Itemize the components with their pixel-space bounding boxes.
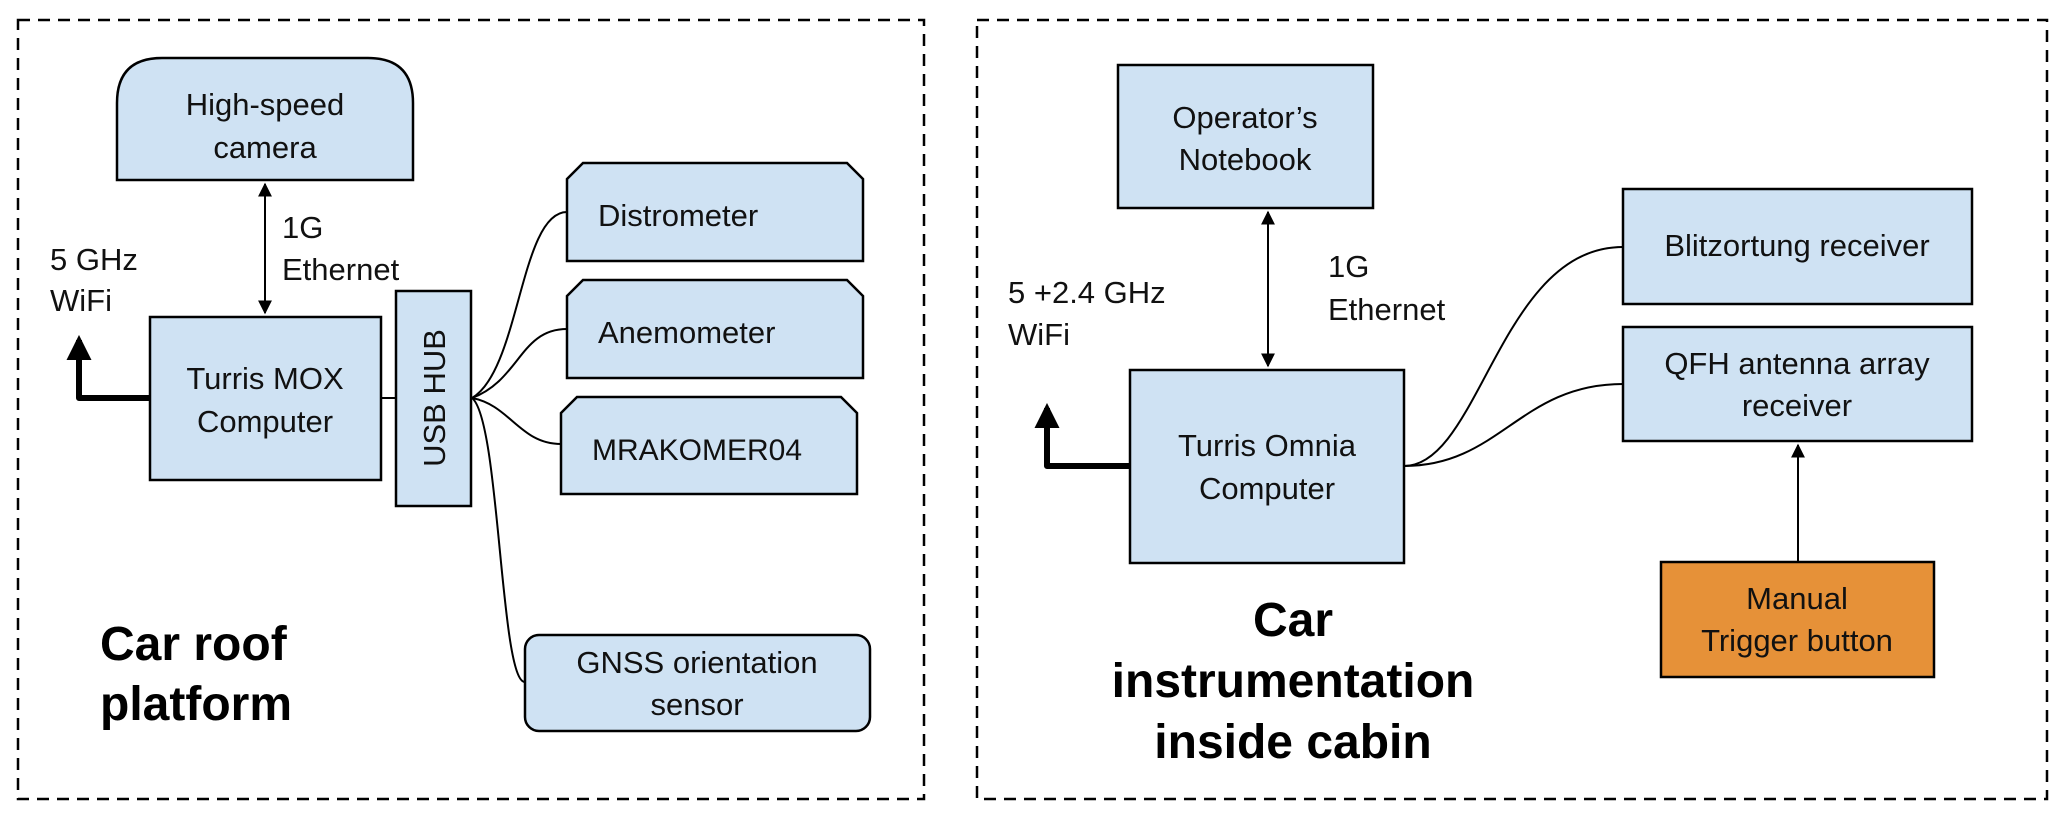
mox-label-line2: Computer xyxy=(197,404,333,439)
camera-link-label-line2: Ethernet xyxy=(282,252,400,287)
manual-trigger-button-node: Manual Trigger button xyxy=(1659,560,1936,679)
cabin-wifi-label-line2: WiFi xyxy=(1008,317,1070,352)
mox-label-line1: Turris MOX xyxy=(186,361,344,396)
anemometer-node: Anemometer xyxy=(565,278,865,380)
notebook-link-label-line1: 1G xyxy=(1328,249,1369,284)
turris-mox-node: Turris MOX Computer xyxy=(148,315,383,482)
notebook-label-line1: Operator’s xyxy=(1172,100,1317,135)
notebook-label-line2: Notebook xyxy=(1179,142,1312,177)
notebook-link-label-line2: Ethernet xyxy=(1328,292,1446,327)
roof-wifi-antenna-arrow-icon xyxy=(66,334,150,401)
cabin-wifi-antenna-arrow-icon xyxy=(1034,402,1130,469)
high-speed-camera-node: High-speed camera xyxy=(115,56,415,182)
trigger-label-line2: Trigger button xyxy=(1701,623,1893,658)
qfh-label-line2: receiver xyxy=(1742,388,1852,423)
cabin-panel: Operator’s Notebook 1G Ethernet 5 +2.4 G… xyxy=(975,18,2049,801)
omnia-label-line2: Computer xyxy=(1199,471,1335,506)
wire-omnia-blitzortung xyxy=(1403,246,1624,467)
mrakomer04-label: MRAKOMER04 xyxy=(592,434,802,467)
mrakomer04-node: MRAKOMER04 xyxy=(559,395,859,496)
usb-hub-node: USB HUB xyxy=(394,289,473,508)
wire-usb-gnss xyxy=(471,397,526,683)
distrometer-label: Distrometer xyxy=(598,198,758,233)
gnss-label-line2: sensor xyxy=(650,687,743,722)
cabin-panel-title-line2: instrumentation xyxy=(1112,655,1475,708)
camera-link-label-line1: 1G xyxy=(282,210,323,245)
blitzortung-label: Blitzortung receiver xyxy=(1664,228,1929,263)
roof-panel-border xyxy=(16,18,926,801)
anemometer-label: Anemometer xyxy=(598,315,775,350)
roof-panel-title-line2: platform xyxy=(100,678,292,731)
gnss-label-line1: GNSS orientation xyxy=(576,645,817,680)
blitzortung-receiver-node: Blitzortung receiver xyxy=(1621,187,1974,306)
cabin-panel-border xyxy=(975,18,2049,801)
trigger-label-line1: Manual xyxy=(1746,581,1848,616)
turris-omnia-node: Turris Omnia Computer xyxy=(1128,368,1406,565)
roof-panel-title-line1: Car roof xyxy=(100,618,288,671)
wire-usb-distrometer xyxy=(471,211,568,399)
wire-usb-anemometer xyxy=(471,328,568,399)
qfh-label-line1: QFH antenna array xyxy=(1664,346,1930,381)
distrometer-node: Distrometer xyxy=(565,161,865,263)
roof-wifi-label-line2: WiFi xyxy=(50,283,112,318)
cabin-panel-title-line1: Car xyxy=(1253,594,1333,647)
gnss-sensor-node: GNSS orientation sensor xyxy=(523,633,872,733)
usb-hub-label: USB HUB xyxy=(417,329,452,467)
cabin-wifi-label-line1: 5 +2.4 GHz xyxy=(1008,275,1166,310)
wire-usb-mrakomer xyxy=(471,397,562,445)
cabin-panel-title-line3: inside cabin xyxy=(1154,716,1431,769)
operators-notebook-node: Operator’s Notebook xyxy=(1116,63,1375,210)
camera-label-line1: High-speed xyxy=(186,87,345,122)
qfh-receiver-node: QFH antenna array receiver xyxy=(1621,325,1974,443)
camera-label-line2: camera xyxy=(213,130,317,165)
wire-omnia-qfh xyxy=(1403,383,1624,467)
roof-panel: High-speed camera 1G Ethernet 5 GHz WiFi… xyxy=(16,18,926,801)
omnia-label-line1: Turris Omnia xyxy=(1178,428,1357,463)
roof-wifi-label-line1: 5 GHz xyxy=(50,242,138,277)
